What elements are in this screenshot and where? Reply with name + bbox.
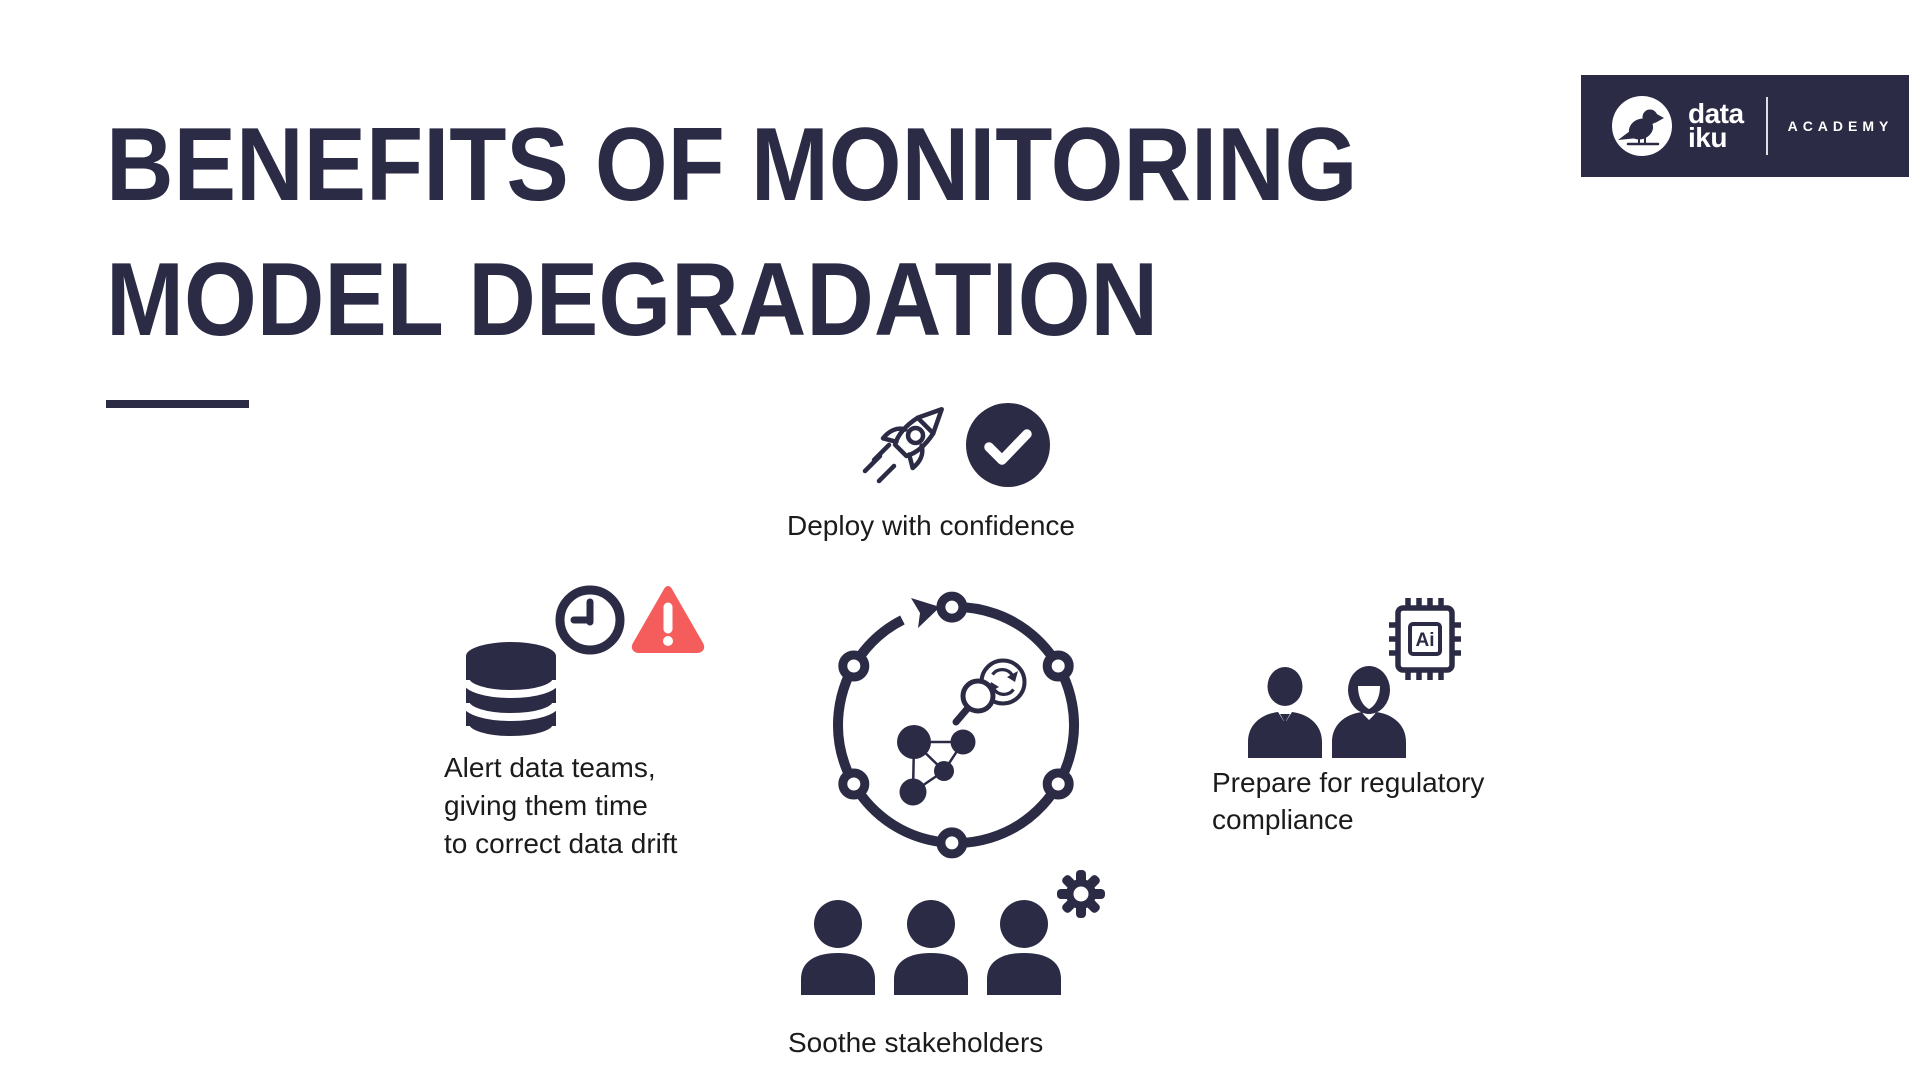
businessman-icon: [1248, 667, 1322, 758]
ai-chip-label: Ai: [1416, 630, 1435, 651]
check-circle-icon: [966, 403, 1050, 487]
person-icon: [894, 900, 968, 995]
benefit-label-alert-line2: giving them time: [444, 790, 648, 821]
model-lifecycle-loop-diagram: [833, 591, 1079, 859]
page-title-line2: MODEL DEGRADATION: [106, 242, 1159, 358]
logo-divider: [1765, 97, 1768, 155]
loop-nodes: [838, 591, 1074, 859]
person-icon: [987, 900, 1061, 995]
benefit-label-deploy: Deploy with confidence: [787, 510, 1075, 541]
benefit-label-regulatory: Prepare for regulatory compliance: [1212, 764, 1484, 838]
businesswoman-icon: [1332, 666, 1406, 758]
clock-icon: [555, 585, 625, 655]
benefit-label-regulatory-line1: Prepare for regulatory: [1212, 767, 1485, 798]
logo-wordmark-bottom: iku: [1688, 122, 1727, 153]
drift-monitor-icon: [952, 658, 1027, 726]
loop-ring: [833, 602, 1079, 849]
benefit-label-regulatory-line2: compliance: [1212, 804, 1354, 835]
warning-triangle-icon: [631, 586, 705, 653]
rocket-icon: [862, 407, 944, 484]
database-icon: [464, 642, 558, 744]
ai-chip-icon: Ai: [1389, 598, 1461, 680]
loop-arrowhead-icon: [911, 598, 940, 628]
gear-icon: [1057, 870, 1105, 918]
logo-wordmark-top: data: [1688, 98, 1744, 129]
benefit-label-alert-line3: to correct data drift: [444, 828, 678, 859]
benefit-label-alert-line1: Alert data teams,: [444, 752, 656, 783]
benefit-label-stakeholders: Soothe stakeholders: [788, 1027, 1044, 1058]
dataiku-academy-logo: data iku ACADEMY: [1581, 75, 1909, 177]
logo-wordmark: data iku: [1688, 98, 1744, 153]
title-underline-bar: [106, 400, 249, 408]
page-title-line1: BENEFITS OF MONITORING: [106, 107, 1358, 223]
page-title: BENEFITS OF MONITORING MODEL DEGRADATION: [106, 98, 1357, 368]
model-graph-icon: [897, 725, 976, 806]
person-icon: [801, 900, 875, 995]
logo-program-label: ACADEMY: [1787, 118, 1894, 134]
dataiku-bird-icon: [1612, 96, 1672, 156]
benefit-label-alert: Alert data teams, giving them time to co…: [444, 749, 677, 863]
